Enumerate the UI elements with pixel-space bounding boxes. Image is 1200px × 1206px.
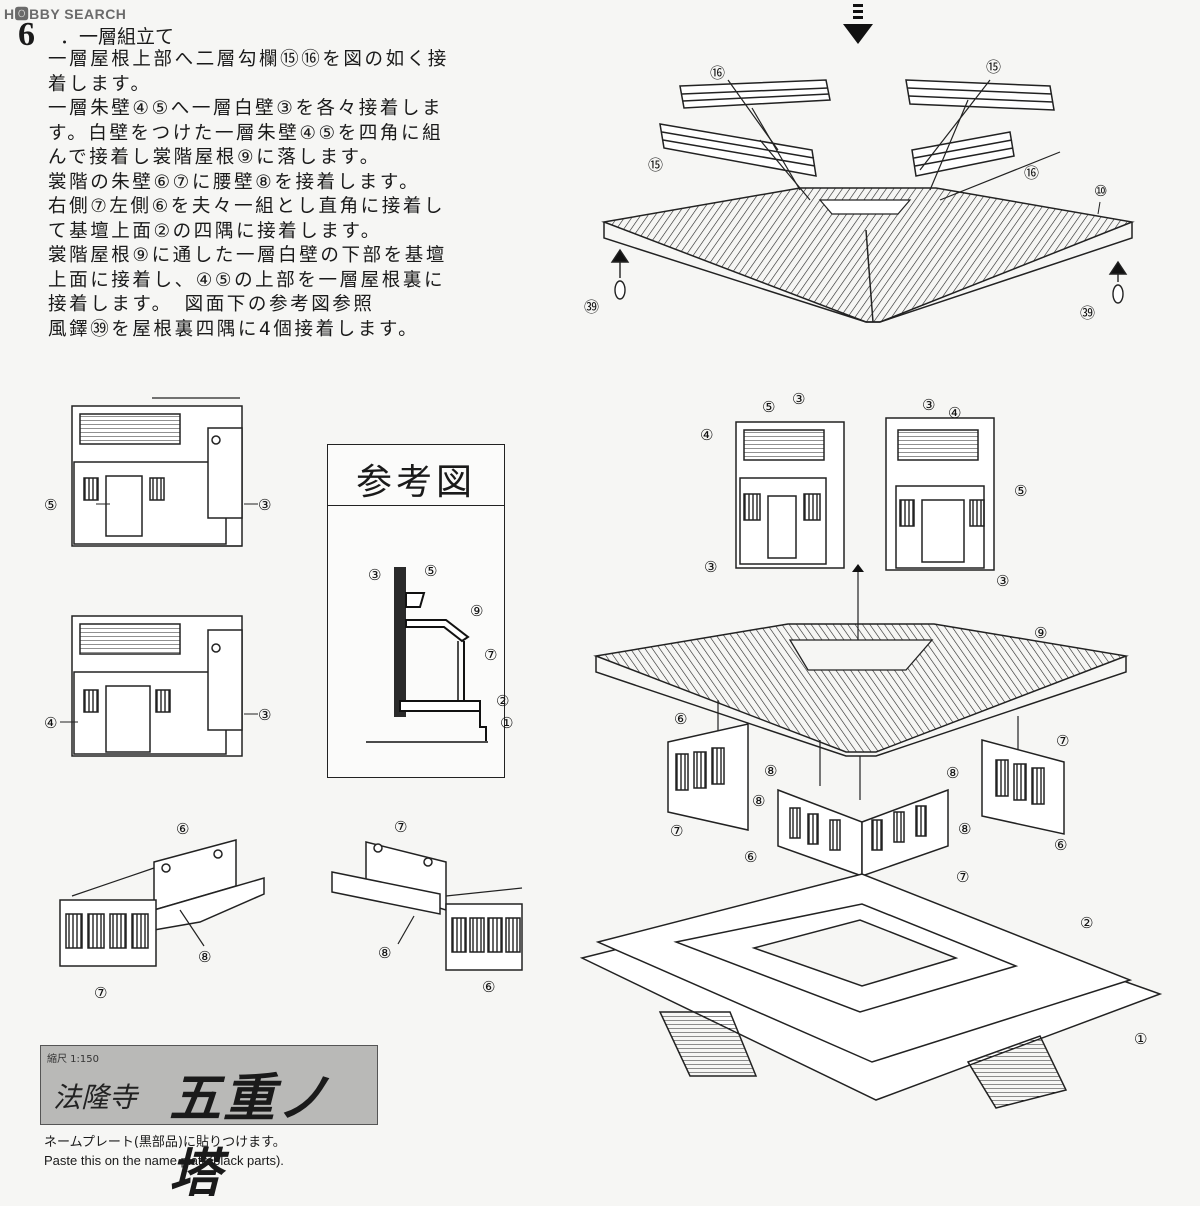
- note-english: Paste this on the name plate(black parts…: [44, 1153, 284, 1168]
- part-label-3: ③: [258, 706, 271, 724]
- part-label-2: ②: [1080, 914, 1093, 932]
- skirt-walls-right: [667, 723, 1065, 878]
- part-label-3: ③: [922, 396, 935, 414]
- base-platform: [579, 873, 1163, 1109]
- part-labels: ⑯ ⑮ ⑮ ⑯ ⑩ ㊴ ㊴ ⑤ ③ ④ ③ ③ ⑤ ⑨ ⑦ ② ① ⑥ ⑧ ⑦ …: [44, 58, 1147, 1048]
- instruction-text: 一層屋根上部へ二層勾欄⑮⑯を図の如く接 着します。 一層朱壁④⑤へ一層白壁③を各…: [48, 48, 518, 342]
- part-label-6: ⑥: [176, 820, 189, 838]
- part-label-6: ⑥: [744, 848, 757, 866]
- part-label-1: ①: [1134, 1030, 1147, 1048]
- note-japanese: ネームプレート(黒部品)に貼りつけます。: [44, 1135, 286, 1150]
- reference-diagram-box: 参考図: [327, 444, 505, 778]
- instruction-line: す。白壁をつけた一層朱壁④⑤を四角に組: [48, 122, 444, 144]
- part-label-5: ⑤: [44, 496, 57, 514]
- part-label-7: ⑦: [956, 868, 969, 886]
- part-label-6: ⑥: [1054, 836, 1067, 854]
- part-label-8: ⑧: [946, 764, 959, 782]
- instruction-line: んで接着し裳階屋根⑨に落します。: [48, 147, 381, 168]
- first-wall-left: [735, 421, 845, 569]
- wind-chime-parts: [610, 248, 1128, 304]
- step-number: 6: [18, 16, 35, 53]
- plate-temple-name: 法隆寺: [53, 1081, 138, 1114]
- part-label-8: ⑧: [958, 820, 971, 838]
- part-label-15: ⑮: [986, 58, 1001, 76]
- scale-label: 縮尺 1:150: [47, 1054, 99, 1065]
- part-label-16: ⑯: [1024, 164, 1039, 182]
- part-label-8: ⑧: [752, 792, 765, 810]
- part-label-2: ②: [496, 692, 509, 710]
- part-label-5: ⑤: [762, 398, 775, 416]
- name-plate: 縮尺 1:150 法隆寺 五重ノ塔: [40, 1045, 378, 1204]
- wall-assembly-4: [71, 615, 243, 757]
- first-wall-right: [885, 417, 995, 571]
- step-title: ．一層組立て: [60, 26, 175, 48]
- skirt-roof: [593, 623, 1129, 757]
- part-label-3: ③: [368, 566, 381, 584]
- part-label-7: ⑦: [1056, 732, 1069, 750]
- part-label-5: ⑤: [1014, 482, 1027, 500]
- instruction-line: 裳階の朱壁⑥⑦に腰壁⑧を接着します。: [48, 171, 421, 193]
- railing-parts: [659, 79, 1055, 177]
- part-label-8: ⑧: [378, 944, 391, 962]
- part-label-8: ⑧: [198, 948, 211, 966]
- part-label-3: ③: [704, 558, 717, 576]
- part-label-6: ⑥: [674, 710, 687, 728]
- part-label-10: ⑩: [1094, 182, 1107, 200]
- part-label-8: ⑧: [764, 762, 777, 780]
- reference-title: 参考図: [355, 462, 476, 503]
- part-label-5: ⑤: [424, 562, 437, 580]
- part-label-3: ③: [792, 390, 805, 408]
- instruction-line: 着します。: [48, 73, 152, 95]
- part-label-9: ⑨: [1034, 624, 1047, 642]
- skirt-wall-right: [331, 841, 523, 971]
- part-label-7: ⑦: [670, 822, 683, 840]
- instruction-line: 接着します。 図面下の参考図参照: [48, 294, 375, 315]
- part-label-15: ⑮: [648, 156, 663, 174]
- section-diagram: [366, 567, 488, 743]
- part-label-3: ③: [996, 572, 1009, 590]
- instruction-line: て基壇上面②の四隅に接着します。: [48, 220, 382, 242]
- instruction-line: 上面に接着し、④⑤の上部を一層屋根裏に: [48, 269, 446, 291]
- part-label-3: ③: [258, 496, 271, 514]
- part-label-6: ⑥: [482, 978, 495, 996]
- skirt-wall-left: [59, 839, 265, 967]
- part-label-16: ⑯: [710, 64, 725, 82]
- instruction-line: 裳階屋根⑨に通した一層白壁の下部を基壇: [48, 245, 447, 266]
- instruction-line: 一層屋根上部へ二層勾欄⑮⑯を図の如く接: [48, 49, 449, 70]
- down-arrow-icon: [843, 4, 873, 44]
- part-label-1: ①: [500, 714, 513, 732]
- part-label-7: ⑦: [394, 818, 407, 836]
- part-label-4: ④: [44, 714, 57, 732]
- first-roof: [601, 187, 1135, 323]
- part-label-39: ㊴: [1080, 304, 1095, 322]
- wall-assembly-5: [71, 405, 243, 547]
- instruction-line: 一層朱壁④⑤へ一層白壁③を各々接着しま: [48, 98, 444, 119]
- part-label-39: ㊴: [584, 298, 599, 316]
- part-label-4: ④: [948, 404, 961, 422]
- instruction-line: 右側⑦左側⑥を夫々一組とし直角に接着し: [48, 196, 446, 217]
- divider: [328, 505, 504, 506]
- part-label-9: ⑨: [470, 602, 483, 620]
- part-label-7: ⑦: [94, 984, 107, 1002]
- part-label-7: ⑦: [484, 646, 497, 664]
- part-label-4: ④: [700, 426, 713, 444]
- watermark-logo: H🅾BBY SEARCH: [4, 6, 127, 22]
- instruction-line: 風鐸㊴を屋根裏四隅に4個接着します。: [48, 318, 420, 340]
